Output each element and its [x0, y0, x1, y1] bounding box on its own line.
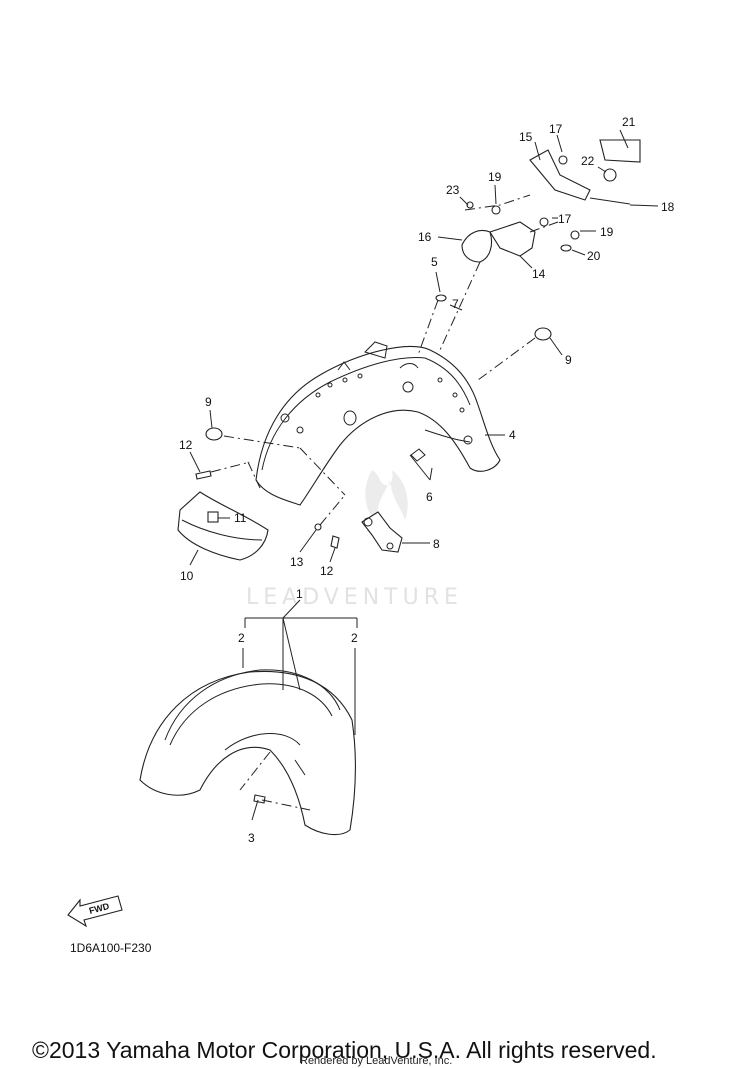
washer-13: [314, 523, 322, 531]
bolt-12-left: [195, 470, 212, 480]
watermark-logo: LEADVENTURE: [246, 470, 463, 610]
watermark-text: LEADVENTURE: [246, 585, 463, 610]
callout-2-right: 2: [351, 631, 358, 645]
license-bracket-assembly: [461, 139, 641, 263]
callout-2-left: 2: [238, 631, 245, 645]
callout-5: 5: [431, 255, 438, 269]
grommet-9-right: [534, 327, 552, 341]
callout-16: 16: [418, 230, 432, 244]
diagram-code: 1D6A100-F230: [70, 941, 152, 955]
callout-20: 20: [587, 249, 601, 263]
callout-13: 13: [290, 555, 304, 569]
callout-12-right: 12: [320, 564, 334, 578]
callout-17-top: 17: [549, 122, 563, 136]
callout-9-left: 9: [205, 395, 212, 409]
callout-9-right: 9: [565, 353, 572, 367]
callout-11: 11: [234, 511, 247, 525]
leader-lines: [189, 129, 659, 821]
callout-8: 8: [433, 537, 440, 551]
washer-5: [435, 294, 447, 302]
grommet-9-left: [205, 427, 223, 441]
callout-6: 6: [426, 490, 433, 504]
bolt-12-right: [330, 535, 340, 549]
fender-trim: [177, 491, 269, 561]
front-fender: [139, 669, 356, 836]
callout-22: 22: [581, 154, 595, 168]
copyright-notice: ©2013 Yamaha Motor Corporation, U.S.A. A…: [32, 1037, 657, 1063]
callout-1: 1: [296, 587, 303, 601]
rendered-by-notice: Rendered by LeadVenture, Inc.: [300, 1055, 452, 1067]
callout-21: 21: [622, 115, 636, 129]
callout-7: 7: [452, 297, 459, 311]
callout-12-left: 12: [179, 438, 193, 452]
callout-23: 23: [446, 183, 460, 197]
callout-19-right: 19: [600, 225, 614, 239]
callout-10: 10: [180, 569, 194, 583]
fwd-arrow-icon: FWD: [67, 895, 123, 928]
callout-15: 15: [519, 130, 533, 144]
callout-19-top: 19: [488, 170, 502, 184]
callout-labels: 21 15 17 22 19 23 18 17 16 19 20 14 5 7 …: [179, 115, 675, 845]
bracket-8: [361, 511, 403, 553]
callout-3: 3: [248, 831, 255, 845]
callout-18: 18: [661, 200, 675, 214]
callout-14: 14: [532, 267, 546, 281]
callout-4: 4: [509, 428, 516, 442]
clip-6: [410, 448, 426, 462]
callout-17-mid: 17: [558, 212, 572, 226]
